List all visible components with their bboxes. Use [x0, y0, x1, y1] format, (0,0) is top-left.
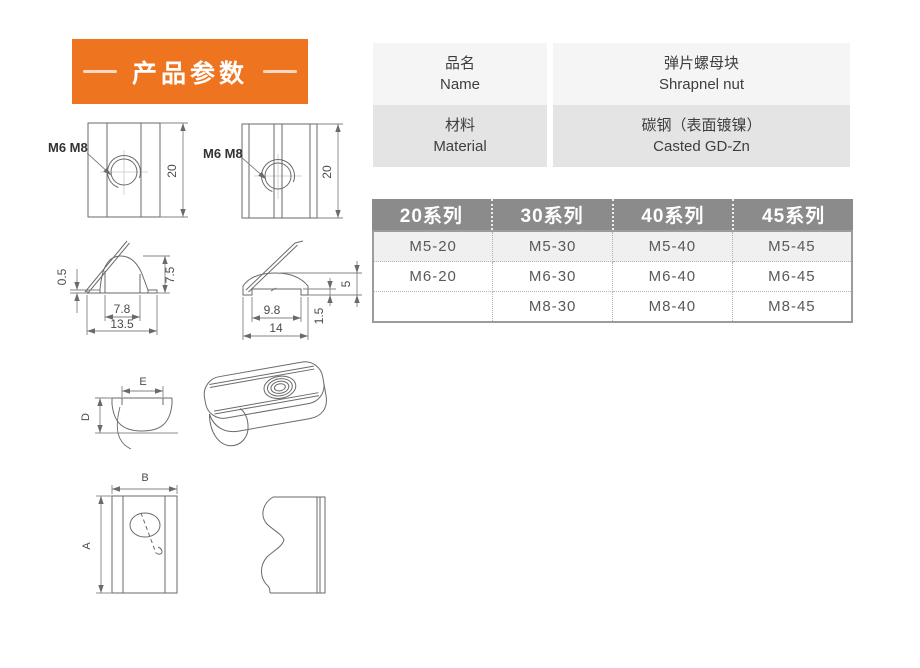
section-title-badge: 产品参数 [72, 39, 308, 104]
info-label-name: 品名 Name [373, 43, 547, 105]
side-profile-drawing [261, 496, 326, 594]
info-value-name-en: Shrapnel nut [658, 76, 745, 93]
series-row-m6: M6-20 M6-30 M6-40 M6-45 [372, 261, 853, 292]
info-value-material-en: Casted GD-Zn [653, 138, 750, 155]
series-row-m5: M5-20 M5-30 M5-40 M5-45 [372, 230, 853, 262]
series-cell: M5-40 [612, 230, 733, 262]
dim-height-75: 7.5 [163, 266, 177, 283]
series-cell: M5-20 [372, 230, 494, 262]
info-value-material-zh: 碳钢（表面镀镍） [641, 117, 762, 134]
profile-view-3045-drawing [242, 240, 309, 296]
series-cell: M6-45 [731, 261, 853, 292]
dim-width-135: 13.5 [110, 317, 134, 331]
info-label-material: 材料 Material [373, 105, 547, 167]
dim-height-5: 5 [339, 280, 353, 287]
badge-dash-left [82, 70, 117, 73]
technical-drawings: M6 M8 20 M6 M8 20 0.5 7.5 7.8 13.5 9.8 1… [48, 122, 362, 594]
series-header-30: 30系列 [490, 199, 612, 230]
dim-letter-a: A [81, 542, 93, 550]
dim-width-14: 14 [269, 321, 283, 335]
info-row-material: 材料 Material 碳钢（表面镀镍） Casted GD-Zn [373, 105, 850, 167]
series-cell: M8-30 [492, 291, 613, 323]
info-value-name: 弹片螺母块 Shrapnel nut [553, 43, 850, 105]
dim-height-20: 20 [320, 165, 334, 179]
dim-letter-d: D [80, 413, 92, 421]
product-info-table: 品名 Name 弹片螺母块 Shrapnel nut 材料 Material 碳… [373, 43, 850, 167]
section-view-drawing [95, 397, 178, 450]
series-table-body: M5-20 M5-30 M5-40 M5-45 M6-20 M6-30 M6-4… [372, 230, 853, 323]
dim-slot-98: 9.8 [264, 303, 281, 317]
badge-dash-right [263, 70, 297, 73]
series-cell: M8-45 [731, 291, 853, 323]
info-label-name-en: Name [439, 76, 480, 93]
series-cell: M6-40 [612, 261, 733, 292]
series-table: M5-20 M5-30 M5-40 M5-45 M6-20 M6-30 M6-4… [372, 230, 853, 323]
section-title: 产品参数 [131, 59, 248, 88]
series-cell: M6-30 [492, 261, 613, 292]
dim-letter-e: E [139, 376, 146, 388]
series-cell: M8-40 [612, 291, 733, 323]
top-view-drawing [111, 495, 178, 594]
info-value-material: 碳钢（表面镀镍） Casted GD-Zn [553, 105, 850, 167]
thread-size-label: M6 M8 [48, 140, 88, 155]
thread-size-label: M6 M8 [203, 146, 243, 161]
series-table-header: 20系列 30系列 40系列 45系列 [372, 199, 853, 230]
series-cell [372, 291, 494, 323]
series-header-20: 20系列 [399, 206, 463, 227]
series-header-45: 45系列 [732, 199, 853, 230]
front-view-3045-drawing [241, 123, 318, 219]
info-label-material-en: Material [433, 138, 487, 155]
dim-letter-b: B [141, 472, 148, 484]
series-row-m8: M8-30 M8-40 M8-45 [372, 291, 853, 323]
info-label-name-zh: 品名 [444, 55, 475, 72]
series-cell: M5-30 [492, 230, 613, 262]
series-cell: M6-20 [372, 261, 494, 292]
isometric-view-drawing [203, 361, 327, 447]
dim-height-20: 20 [165, 164, 179, 178]
series-header-40: 40系列 [611, 199, 733, 230]
series-cell: M5-45 [731, 230, 853, 262]
info-row-name: 品名 Name 弹片螺母块 Shrapnel nut [373, 43, 850, 105]
info-value-name-zh: 弹片螺母块 [663, 55, 739, 72]
profile-view-20-drawing [84, 240, 158, 294]
dimension-lines [70, 122, 362, 594]
info-label-material-zh: 材料 [444, 117, 475, 134]
dim-lip-15: 1.5 [312, 307, 326, 324]
dim-lip-05: 0.5 [55, 268, 69, 285]
front-view-20-drawing [87, 122, 161, 218]
dim-slot-78: 7.8 [114, 302, 131, 316]
